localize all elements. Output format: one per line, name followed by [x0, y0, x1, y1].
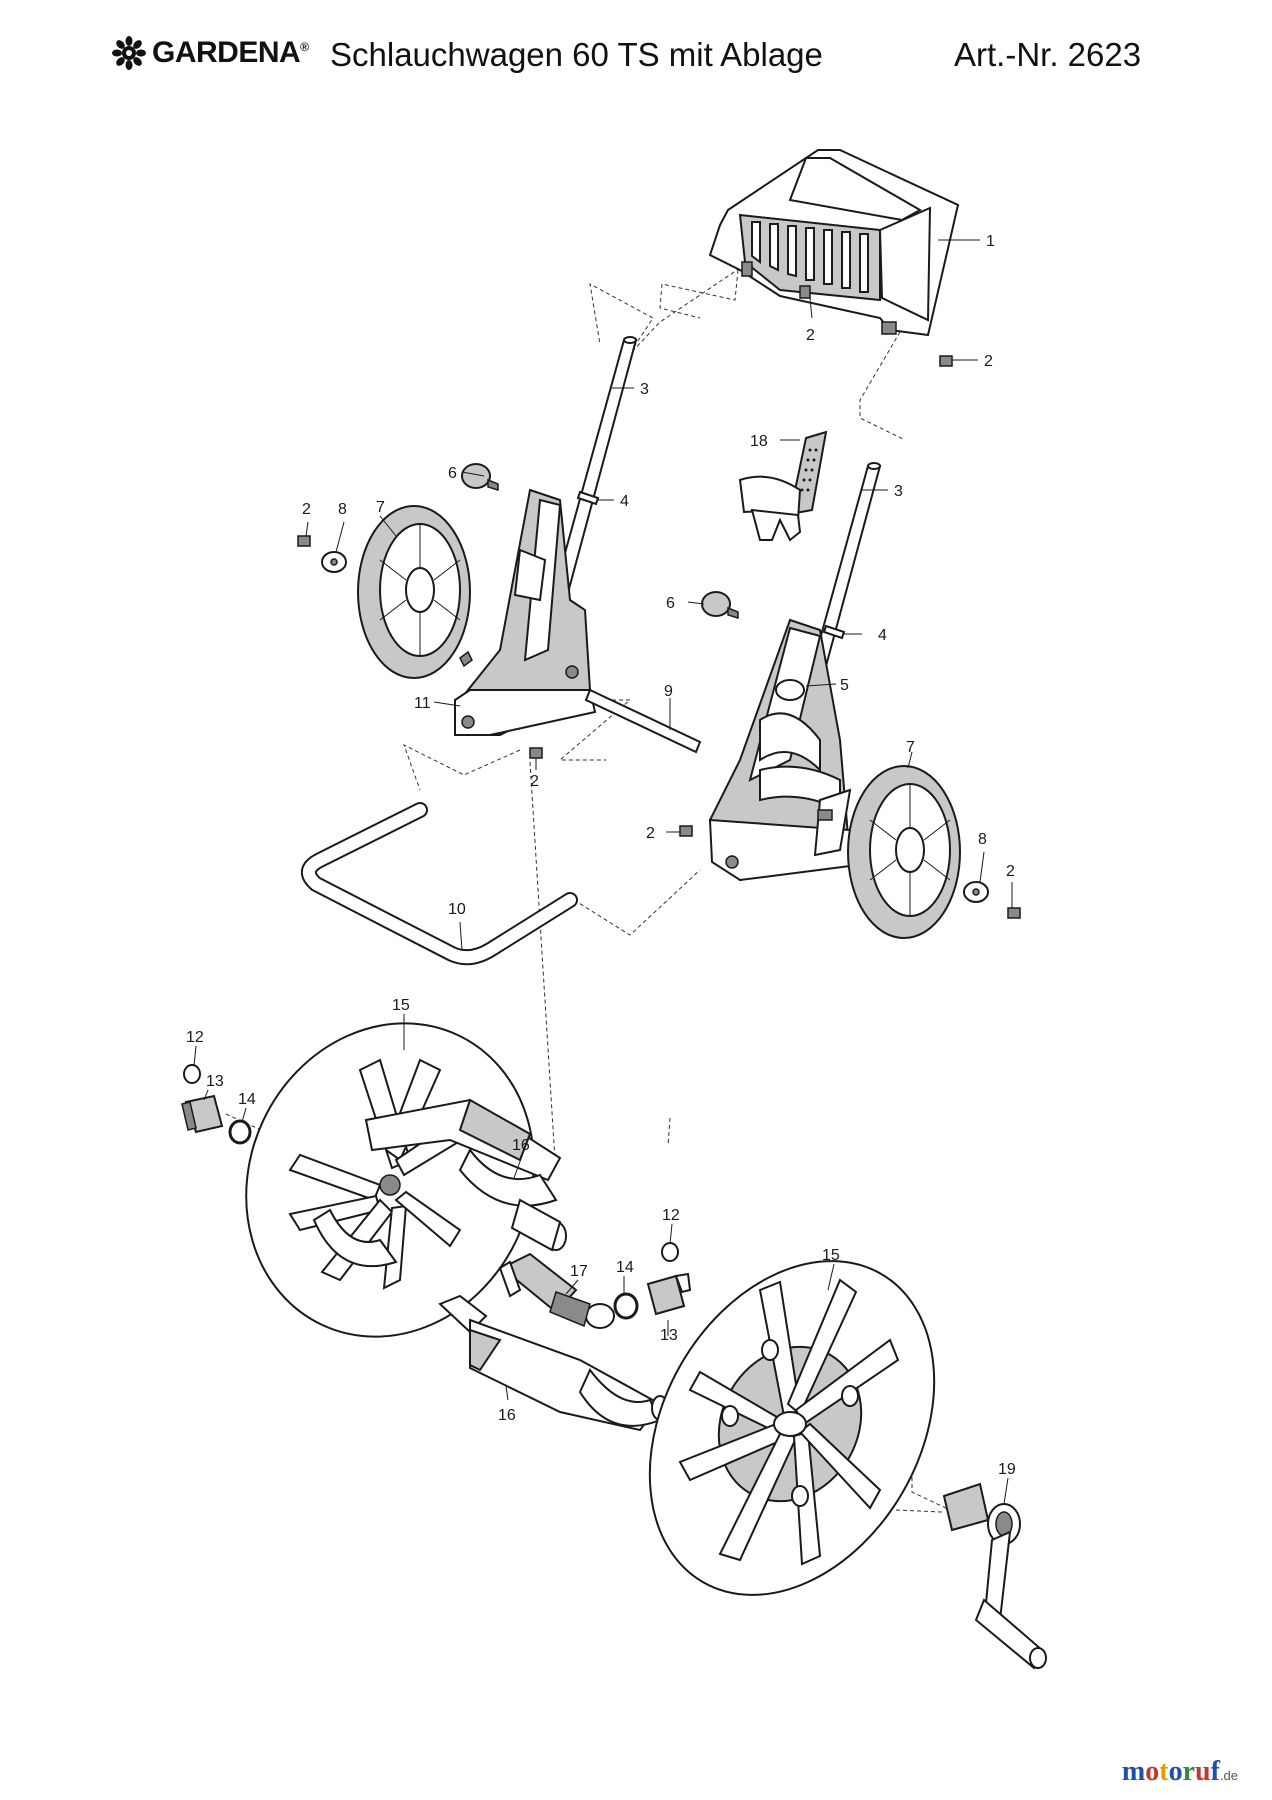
callout-2: 2 [1006, 863, 1015, 880]
callout-5: 5 [840, 677, 849, 694]
watermark-letter: m [1121, 1756, 1146, 1787]
callout-12: 12 [186, 1029, 204, 1046]
callout-3: 3 [894, 483, 903, 500]
part-4-left-pin [576, 490, 600, 506]
callout-1: 1 [986, 233, 995, 250]
callout-16: 16 [498, 1407, 516, 1424]
part-12-right-o-ring [661, 1242, 679, 1262]
part-6-right-knob [701, 591, 739, 620]
callout-13: 13 [660, 1327, 678, 1344]
callout-15: 15 [822, 1247, 840, 1264]
part-8-right-washer [963, 881, 989, 903]
callout-17: 17 [570, 1263, 588, 1280]
callout-13: 13 [206, 1073, 224, 1090]
watermark-letter: r [1182, 1756, 1196, 1787]
callout-14: 14 [616, 1259, 634, 1276]
callout-4: 4 [878, 627, 887, 644]
screw-2-tray-right [939, 355, 953, 367]
part-16-lower-reel-tube [438, 1294, 669, 1432]
page-title: Schlauchwagen 60 TS mit Ablage [330, 36, 823, 73]
watermark-name: motoruf [1122, 1756, 1220, 1787]
screw-2-right-frame [679, 825, 693, 837]
watermark-letter: u [1195, 1756, 1211, 1787]
gardena-logo: GARDENA® [112, 36, 309, 70]
callout-2: 2 [530, 773, 539, 790]
part-14-right-seal [613, 1292, 639, 1320]
callout-18: 18 [750, 433, 768, 450]
callout-3: 3 [640, 381, 649, 398]
callout-15: 15 [392, 997, 410, 1014]
screw-2-left-wheel [297, 535, 311, 547]
callout-labels: 1 2 2 3 18 6 4 3 2 8 7 6 4 5 11 9 2 7 2 … [186, 233, 1016, 1478]
part-8-left-washer [321, 551, 347, 573]
callout-11: 11 [414, 695, 431, 712]
callout-2: 2 [806, 327, 815, 344]
screw-2-right-wheel [1007, 907, 1021, 919]
part-7-right-wheel [847, 765, 961, 939]
gardena-flower-icon [112, 36, 146, 70]
callout-10: 10 [448, 901, 466, 918]
brand-name: GARDENA® [152, 36, 309, 69]
callout-8: 8 [978, 831, 987, 848]
callout-8: 8 [338, 501, 347, 518]
part-5-right-frame [708, 618, 852, 882]
callout-14: 14 [238, 1091, 256, 1108]
part-4-right-pin [822, 624, 846, 640]
callout-12: 12 [662, 1207, 680, 1224]
callout-7: 7 [376, 499, 385, 516]
part-6-left-knob [461, 463, 499, 492]
part-11-left-frame [454, 488, 597, 736]
screw-2-left-frame [529, 747, 543, 759]
watermark-letter: o [1168, 1756, 1183, 1787]
part-9-axle-rod [584, 688, 702, 754]
assembly-guide-lines [225, 267, 951, 1513]
callout-9: 9 [664, 683, 673, 700]
part-15-right-reel-disc [648, 1260, 936, 1596]
part-1-tray [708, 149, 960, 337]
watermark-letter: t [1159, 1756, 1169, 1787]
screw-2-tray-center [799, 285, 811, 299]
part-16-upper-reel-tube [364, 1098, 567, 1252]
callout-4: 4 [620, 493, 629, 510]
callout-6: 6 [448, 465, 457, 482]
part-10-stand-bar [301, 802, 578, 966]
callout-6: 6 [666, 595, 675, 612]
part-14-left-seal [228, 1119, 252, 1145]
watermark-letter: o [1145, 1756, 1160, 1787]
part-19-crank [942, 1482, 1047, 1670]
leader-lines [193, 239, 1013, 1505]
part-13-left-connector [181, 1094, 224, 1134]
part-17-connector [498, 1252, 615, 1329]
part-12-left-o-ring [183, 1064, 201, 1084]
motoruf-watermark: motoruf.de [1122, 1756, 1238, 1788]
watermark-tld: .de [1219, 1768, 1238, 1783]
callout-2: 2 [302, 501, 311, 518]
part-7-left-wheel [357, 505, 471, 679]
header: GARDENA® Schlauchwagen 60 TS mit Ablage … [0, 28, 1272, 88]
watermark-letter: f [1210, 1756, 1220, 1787]
callout-19: 19 [998, 1461, 1016, 1478]
callout-2: 2 [646, 825, 655, 842]
part-13-right-connector [646, 1272, 692, 1316]
callout-2: 2 [984, 353, 993, 370]
article-number: Art.-Nr. 2623 [954, 36, 1142, 73]
callout-7: 7 [906, 739, 915, 756]
callout-16: 16 [512, 1137, 530, 1154]
part-18-nozzle-holder [738, 430, 828, 542]
